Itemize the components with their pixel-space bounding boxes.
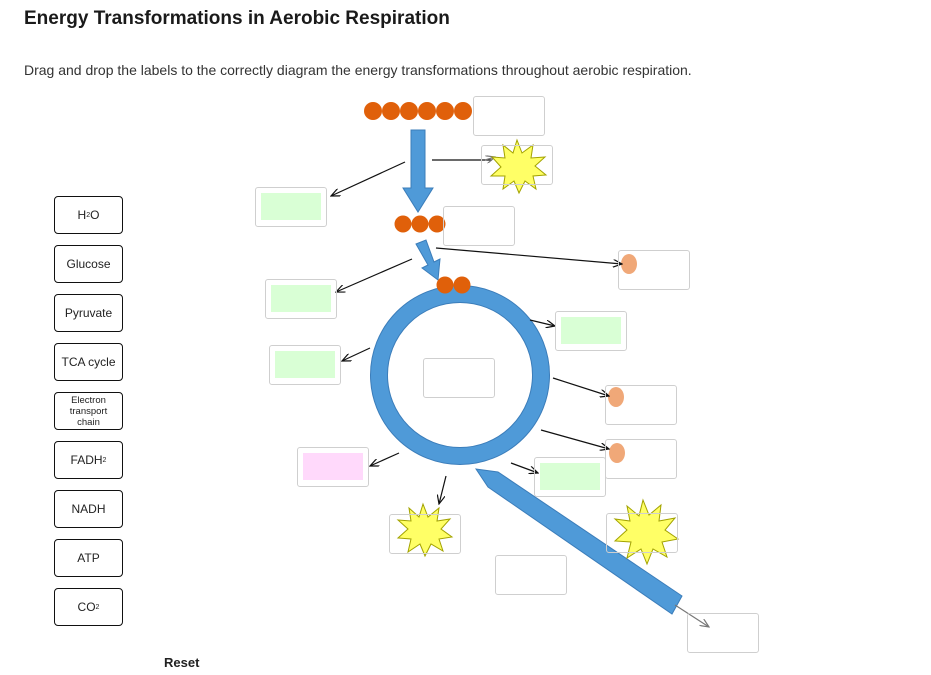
drop-target-electron-3[interactable] <box>605 439 677 479</box>
electron-dot-3 <box>609 443 625 463</box>
pink-fill <box>303 453 363 480</box>
label-co2-base: CO <box>77 599 96 614</box>
label-h2o-sub: 2 <box>86 211 91 219</box>
label-atp[interactable]: ATP <box>54 539 123 577</box>
drop-target-atp-1[interactable] <box>481 145 553 185</box>
drop-target-etc[interactable] <box>495 555 567 595</box>
drop-target-green-2[interactable] <box>265 279 337 319</box>
drop-target-water[interactable] <box>687 613 759 653</box>
electron-dot-2 <box>608 387 624 407</box>
drop-target-atp-3[interactable] <box>606 513 678 553</box>
link-reaction-arrow <box>415 239 441 281</box>
electron-transport-bar <box>474 468 683 615</box>
label-h2o-tail: O <box>90 207 100 222</box>
atp-starburst-2 <box>396 502 454 558</box>
label-electron-transport-chain[interactable]: Electron transport chain <box>54 392 123 430</box>
drop-target-green-4[interactable] <box>269 345 341 385</box>
drop-target-green-1[interactable] <box>255 187 327 227</box>
drop-target-pink[interactable] <box>297 447 369 487</box>
green-fill-4 <box>275 351 335 378</box>
label-tca-cycle[interactable]: TCA cycle <box>54 343 123 381</box>
atp-starburst-1 <box>489 138 548 195</box>
electron-dot-1 <box>621 254 637 274</box>
acetyl-carbons <box>436 276 471 294</box>
tca-ring-outline-inner <box>387 302 533 448</box>
label-fadh2-base: FADH <box>70 452 103 467</box>
drop-target-tca-center[interactable] <box>423 358 495 398</box>
atp-starburst-3 <box>613 498 680 566</box>
drop-target-electron-2[interactable] <box>605 385 677 425</box>
instructions-text: Drag and drop the labels to the correctl… <box>24 62 692 78</box>
drop-target-glucose[interactable] <box>473 96 545 136</box>
label-pyruvate[interactable]: Pyruvate <box>54 294 123 332</box>
page-title: Energy Transformations in Aerobic Respir… <box>24 8 450 29</box>
label-nadh[interactable]: NADH <box>54 490 123 528</box>
reset-button[interactable]: Reset <box>164 655 200 670</box>
drop-target-green-5[interactable] <box>534 457 606 497</box>
tca-cycle-ring <box>370 285 550 465</box>
label-fadh2-sub: 2 <box>102 456 107 464</box>
drop-target-electron-1[interactable] <box>618 250 690 290</box>
green-fill-3 <box>561 317 621 344</box>
pyruvate-carbons <box>394 215 446 233</box>
drop-target-atp-2[interactable] <box>389 514 461 554</box>
green-fill-1 <box>261 193 321 220</box>
label-glucose[interactable]: Glucose <box>54 245 123 283</box>
drop-target-pyruvate[interactable] <box>443 206 515 246</box>
glucose-carbons <box>364 102 472 120</box>
label-co2-sub: 2 <box>95 603 100 611</box>
label-h2o-base: H <box>77 207 87 222</box>
drop-target-green-3[interactable] <box>555 311 627 351</box>
green-fill-2 <box>271 285 331 312</box>
green-fill-5 <box>540 463 600 490</box>
glycolysis-arrow <box>402 129 434 213</box>
